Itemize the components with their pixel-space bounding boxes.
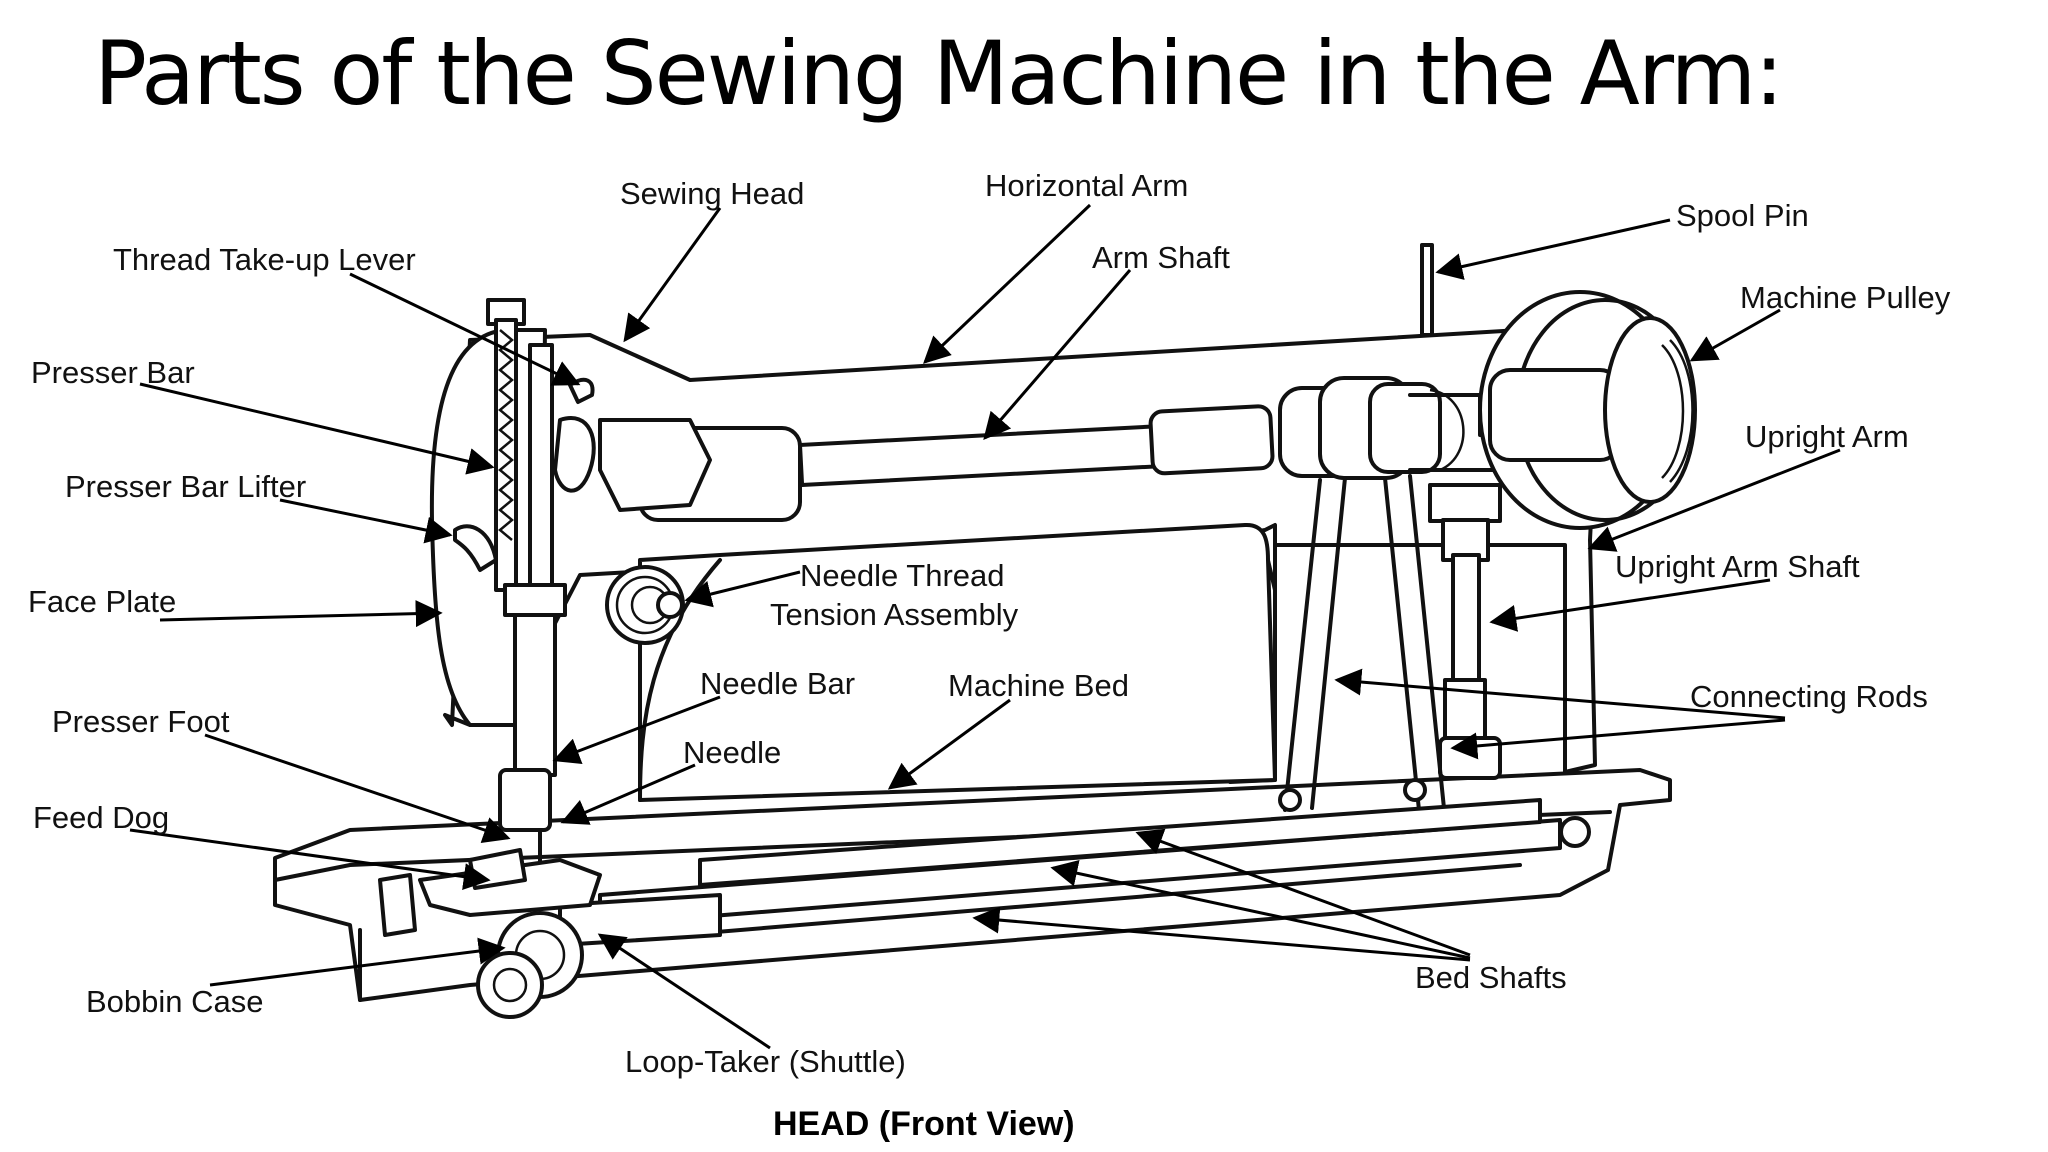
label-needle-bar: Needle Bar [700, 666, 855, 701]
diagram-caption: HEAD (Front View) [773, 1105, 1075, 1143]
machine-illustration [273, 243, 1697, 1019]
label-upright-arm-shaft: Upright Arm Shaft [1615, 549, 1860, 584]
label-arm-shaft: Arm Shaft [1092, 240, 1230, 275]
label-bed-shafts: Bed Shafts [1415, 960, 1567, 995]
label-machine-pulley: Machine Pulley [1740, 280, 1951, 315]
label-upright-arm: Upright Arm [1745, 419, 1909, 454]
label-spool-pin: Spool Pin [1676, 198, 1809, 233]
label-bobbin-case: Bobbin Case [86, 984, 264, 1019]
label-sewing-head: Sewing Head [620, 176, 804, 211]
label-feed-dog: Feed Dog [33, 800, 169, 835]
label-presser-bar-lifter: Presser Bar Lifter [65, 469, 306, 504]
leader-lines [129, 203, 1841, 1050]
part-labels: Sewing Head Horizontal Arm Spool Pin Thr… [28, 168, 1951, 1143]
label-presser-foot: Presser Foot [52, 704, 230, 739]
label-loop-taker: Loop-Taker (Shuttle) [625, 1044, 906, 1079]
label-presser-bar: Presser Bar [31, 355, 195, 390]
label-machine-bed: Machine Bed [948, 668, 1129, 703]
label-thread-take-up-lever: Thread Take-up Lever [113, 242, 416, 277]
label-face-plate: Face Plate [28, 584, 176, 619]
slide-title: Parts of the Sewing Machine in the Arm: [94, 22, 1784, 125]
label-needle-thread: Needle Thread [800, 558, 1005, 593]
label-tension-assembly: Tension Assembly [770, 597, 1019, 632]
label-horizontal-arm: Horizontal Arm [985, 168, 1188, 203]
label-connecting-rods: Connecting Rods [1690, 679, 1928, 714]
label-needle: Needle [683, 735, 781, 770]
